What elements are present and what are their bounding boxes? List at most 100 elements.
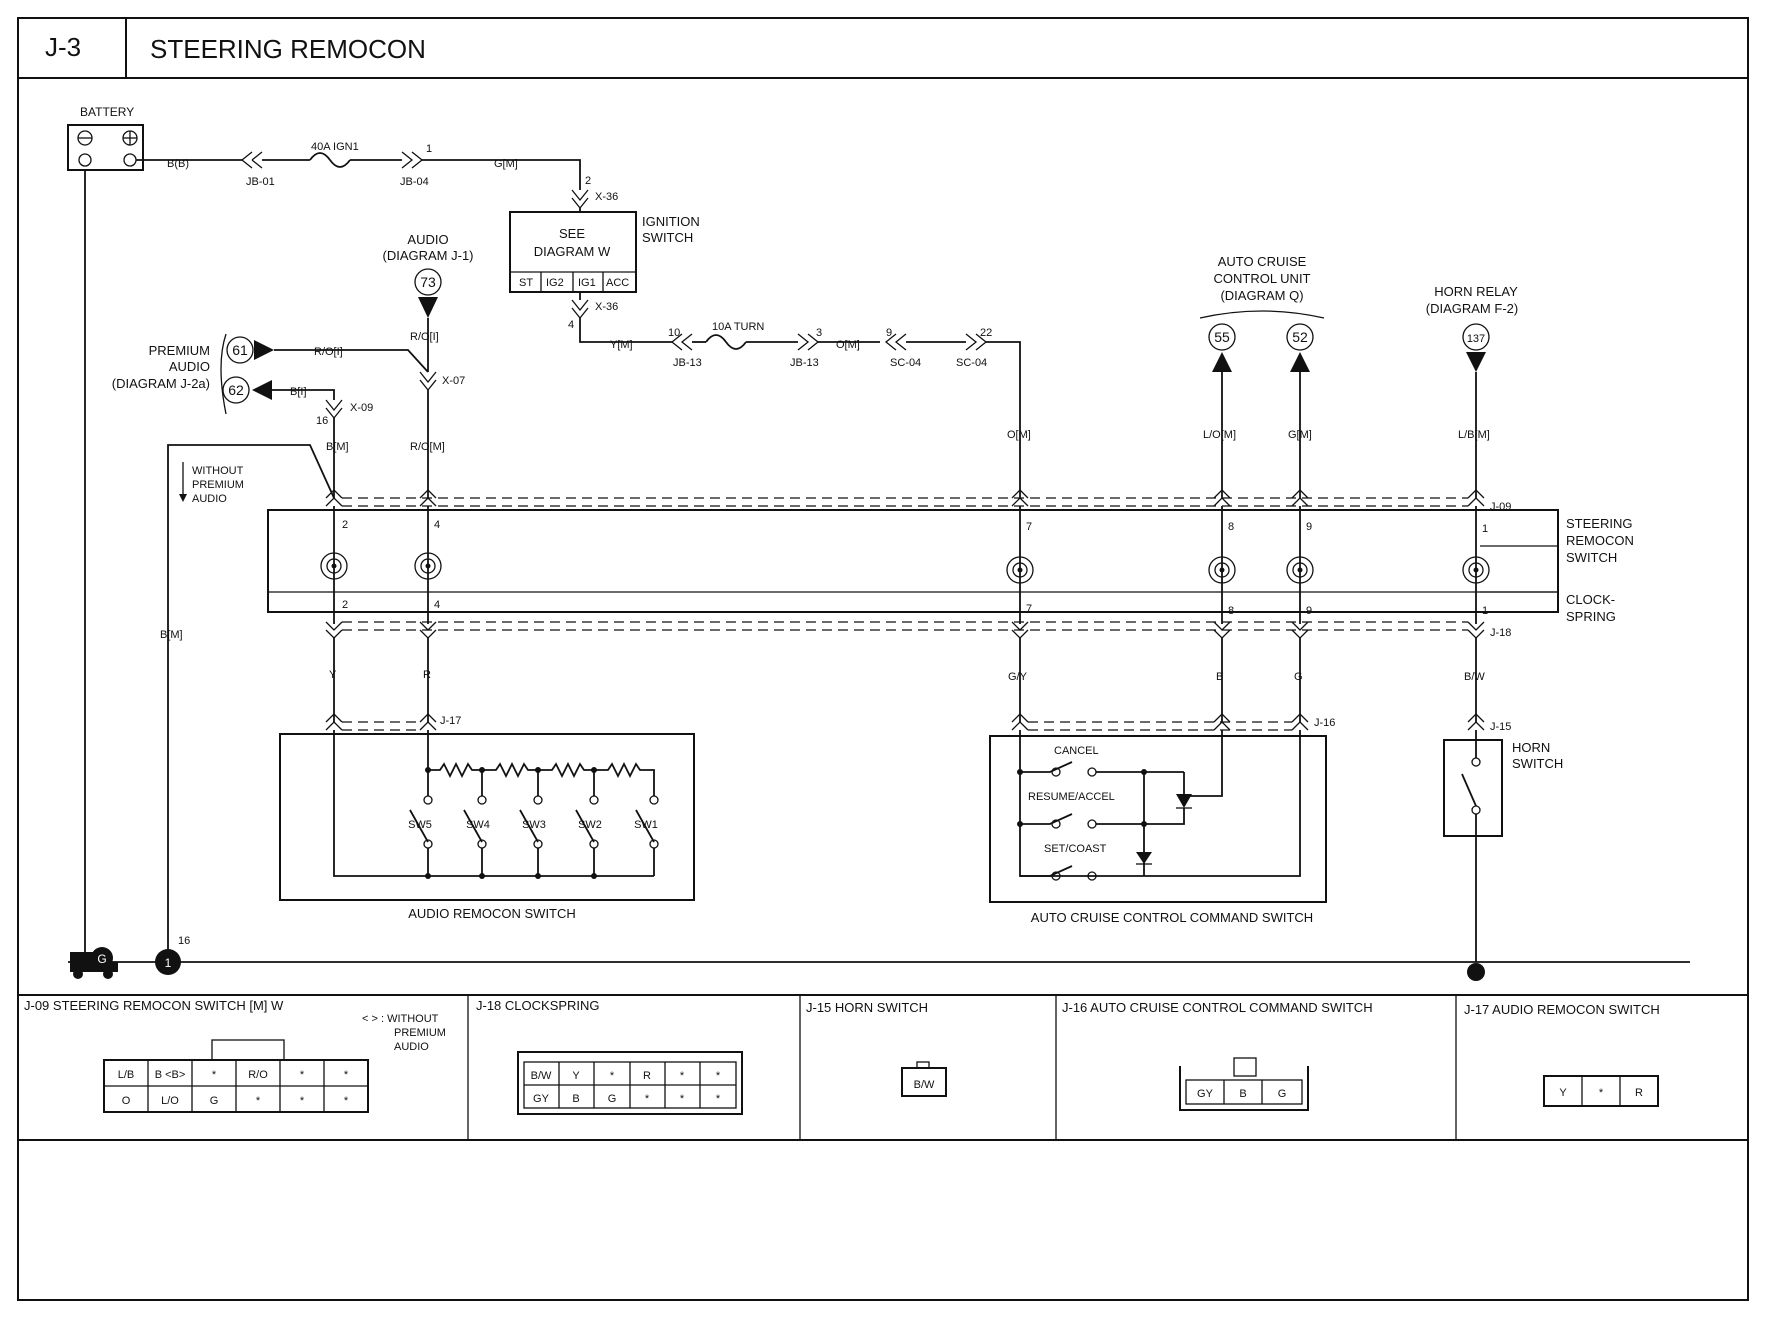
connector-j18-label: J-18	[1490, 627, 1511, 639]
battery-label: BATTERY	[80, 105, 134, 119]
switch-sw4: SW4	[466, 819, 490, 831]
j09-cell: *	[300, 1095, 305, 1107]
connector-j09-face	[103, 1039, 369, 1113]
wire-label-roi-h: R/O[I]	[314, 346, 343, 358]
connector-jb04: JB-04	[400, 176, 429, 188]
diode-icon	[1176, 794, 1192, 808]
bracket-premium	[220, 333, 227, 415]
pin-label: 10	[668, 327, 680, 339]
connector-sc04-a	[884, 333, 907, 351]
connector-j17-row	[325, 713, 437, 731]
resistor-icon	[428, 761, 482, 779]
clockspring-label-1: CLOCK-	[1566, 592, 1615, 607]
arrow-down-icon	[418, 297, 438, 318]
steering-remocon-switch-box	[267, 509, 1559, 613]
diode-icon	[1136, 852, 1152, 864]
ign-terminal-ig1: IG1	[578, 277, 596, 289]
cruise-resume-label: RESUME/ACCEL	[1028, 791, 1115, 803]
connector-x36-label: X-36	[595, 191, 618, 203]
wire-label-bb: B(B)	[167, 158, 189, 170]
j18-cell: Y	[572, 1070, 580, 1082]
j16-cell: B	[1239, 1088, 1246, 1100]
ref-cruise-label-1: AUTO CRUISE	[1218, 254, 1307, 269]
battery-icon	[67, 124, 144, 171]
bracket-cruise	[1199, 310, 1325, 319]
ignition-label-2: SWITCH	[642, 230, 693, 245]
j09-cell: *	[300, 1069, 305, 1081]
connector-j16-title: J-16 AUTO CRUISE CONTROL COMMAND SWITCH	[1062, 1000, 1373, 1015]
page-frame	[17, 17, 1749, 1301]
j17-cell: Y	[1559, 1087, 1567, 1099]
j09-cell: *	[256, 1095, 261, 1107]
connector-j15	[1467, 713, 1485, 731]
wire-label-ym: Y[M]	[610, 339, 633, 351]
fuse-10a-turn-label: 10A TURN	[712, 321, 764, 333]
wire-label-roi: R/O[I]	[410, 331, 439, 343]
connector-j15-title: J-15 HORN SWITCH	[806, 1000, 928, 1015]
diagram-title: STEERING REMOCON	[150, 34, 426, 64]
j16-cell: G	[1278, 1088, 1287, 1100]
cruise-switch-contacts	[1017, 761, 1185, 881]
ignition-label-1: IGNITION	[642, 214, 700, 229]
pin-label: 2	[585, 175, 591, 187]
pin-label: 9	[1306, 605, 1312, 617]
ref-number-61: 61	[232, 342, 248, 358]
cruise-cancel-label: CANCEL	[1054, 745, 1099, 757]
wire-bm-left	[167, 444, 335, 962]
connector-j18-face	[517, 1051, 743, 1115]
pin-label: 1	[1482, 605, 1488, 617]
connector-jb13-b	[797, 333, 820, 351]
pin-label: 16	[316, 415, 328, 427]
j18-cell: *	[680, 1070, 685, 1082]
diagram-code: J-3	[45, 32, 81, 62]
j18-cell: R	[643, 1070, 651, 1082]
wire-ym	[579, 318, 672, 343]
connector-j16-row	[1011, 713, 1309, 731]
fuse-40a-icon	[309, 152, 351, 168]
j18-cell: *	[716, 1093, 721, 1105]
connector-j09-note-1: < > : WITHOUT	[362, 1013, 439, 1025]
ref-circle-137	[1462, 323, 1490, 351]
arrow-up-icon	[1290, 352, 1310, 372]
j09-cell: L/B	[118, 1069, 135, 1081]
switch-sw3: SW3	[522, 819, 546, 831]
j09-cell: G	[210, 1095, 219, 1107]
steering-label-1: STEERING	[1566, 516, 1632, 531]
connector-sc04-label: SC-04	[956, 357, 987, 369]
clockspring-channels	[333, 506, 1477, 624]
pin-label: 3	[816, 327, 822, 339]
switch-sw2: SW2	[578, 819, 602, 831]
switch-sw1: SW1	[634, 819, 658, 831]
wire-label-bm-left: B[M]	[160, 629, 183, 641]
resistor-icon	[538, 761, 594, 779]
pin-label: 7	[1026, 603, 1032, 615]
connector-j09-row	[325, 489, 1485, 507]
pin-label: 22	[980, 327, 992, 339]
horn-switch-label-1: HORN	[1512, 740, 1550, 755]
j18-cell: B	[572, 1093, 579, 1105]
ref-premium-label-1: PREMIUM	[149, 343, 210, 358]
connector-sc04-label: SC-04	[890, 357, 921, 369]
audio-switch-contacts	[409, 767, 659, 879]
connector-j17-label: J-17	[440, 715, 461, 727]
connector-jb01: JB-01	[246, 176, 275, 188]
pin-label: 9	[1306, 521, 1312, 533]
connector-j09-note-3: AUDIO	[394, 1041, 429, 1053]
connector-x36-label: X-36	[595, 301, 618, 313]
wire-om-to-steering	[986, 341, 1021, 498]
j18-cell: *	[610, 1070, 615, 1082]
arrow-left-icon	[252, 380, 272, 400]
ref-premium-label-2: AUDIO	[169, 359, 210, 374]
connector-x07-label: X-07	[442, 375, 465, 387]
wire-label-gm: G[M]	[494, 158, 518, 170]
audio-remocon-switch-box	[279, 733, 695, 901]
ref-audio-diagram: (DIAGRAM J-1)	[383, 248, 474, 263]
pin-label: 4	[434, 519, 440, 531]
pin-label: 1	[426, 143, 432, 155]
wire-roi	[274, 349, 429, 373]
ref-circle-73	[414, 268, 442, 296]
connector-j15-label: J-15	[1490, 721, 1511, 733]
cruise-set-label: SET/COAST	[1044, 843, 1107, 855]
ref-circle-61	[226, 336, 254, 364]
wire-label-b: B	[1216, 671, 1223, 683]
